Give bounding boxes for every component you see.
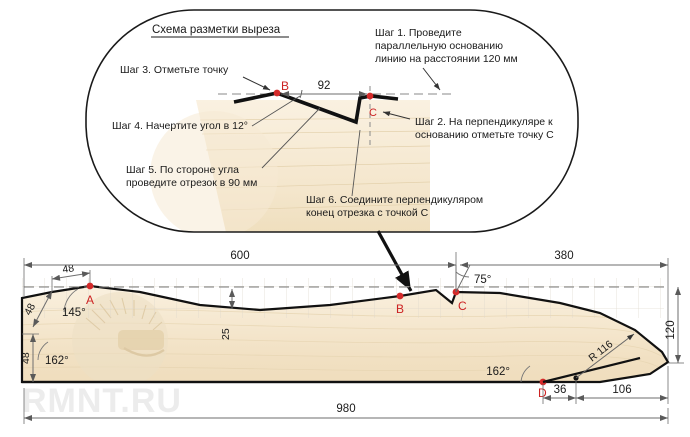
callout-panel: 92 B C Шаг 1. Проведите параллельную осн…: [85, 9, 579, 233]
board-lower-right-edge: [542, 356, 641, 384]
step-5-line-2: проведите отрезок в 90 мм: [126, 177, 257, 189]
board-tool-handle: [123, 346, 165, 357]
dim-980-label: 980: [336, 403, 355, 415]
step-4-line-1: Шаг 4. Начертите угол в 12°: [112, 120, 248, 132]
angle-75-label: 75°: [474, 274, 491, 286]
callout-wood-shape: [150, 100, 431, 232]
main-board-drawing: 48 48 48 145° 162° A 25: [20, 262, 670, 400]
step-1-line-3: линию на расстоянии 120 мм: [375, 53, 518, 65]
step-2-leader: [382, 111, 411, 120]
angle-162-right-label: 162°: [486, 366, 510, 378]
point-b-label: B: [396, 302, 404, 316]
callout-title-group: Схема разметки выреза: [151, 24, 289, 38]
dim-left-upper-48-label: 48: [62, 262, 76, 276]
step-1-leader: [422, 67, 441, 91]
callout-dim-92-label: 92: [318, 80, 331, 92]
point-b-marker: [396, 292, 404, 300]
point-d-label: D: [538, 386, 547, 400]
callout-step-6: Шаг 6. Соедините перпендикуляром конец о…: [306, 129, 483, 219]
watermark-rmnt: RMNT.RU: [22, 382, 182, 420]
step-6-line-2: конец отрезка с точкой С: [306, 207, 429, 219]
callout-point-b-label: B: [281, 79, 289, 93]
step-1-line-1: Шаг 1. Проведите: [375, 27, 462, 39]
callout-point-c-marker: [366, 92, 374, 100]
dim-left-vert-48-label: 48: [20, 352, 32, 364]
callout-step-2: Шаг 2. На перпендикуляре к основанию отм…: [382, 111, 554, 141]
dim-right-120: 120: [665, 287, 684, 364]
callout-step-1: Шаг 1. Проведите параллельную основанию …: [375, 27, 518, 91]
angle-145-group: 145°: [62, 288, 86, 319]
dim-left-diag-48-line: [32, 290, 53, 328]
dim-600-label: 600: [230, 250, 249, 262]
radius-leader-line: [575, 333, 635, 379]
angle-162-right-arc: [520, 365, 531, 383]
step-2-line-2: основанию отметьте точку С: [415, 129, 554, 141]
dim-top-chain: 600 380: [23, 250, 669, 360]
callout-title: Схема разметки выреза: [152, 24, 281, 36]
angle-162-left-label: 162°: [45, 355, 69, 367]
angle-162-left-group: 162°: [37, 341, 69, 367]
callout-step-3: Шаг 3. Отметьте точку: [120, 64, 271, 91]
dim-left-diag-48: 48: [22, 290, 53, 328]
step-6-leader: [351, 129, 361, 197]
callout-wood-shade: [150, 111, 278, 232]
board-profile-outline: [20, 284, 670, 384]
board-tool-body: [118, 330, 164, 350]
step-6-line-1: Шаг 6. Соедините перпендикуляром: [306, 194, 483, 206]
board-grid-upper: [22, 278, 664, 318]
callout-point-b-marker: [273, 89, 281, 97]
step-3-leader: [242, 76, 271, 91]
dim-bottom-chain: 36 106: [542, 366, 669, 404]
step-4-leader: [251, 95, 301, 127]
board-grid: [22, 278, 664, 318]
callout-dim-92: 92: [281, 80, 367, 97]
point-c-label: C: [458, 299, 467, 313]
angle-162-right-group: 162°: [486, 365, 531, 383]
step-5-leader: [261, 107, 321, 169]
dim-36-label: 36: [554, 384, 567, 396]
step-2-line-1: Шаг 2. На перпендикуляре к: [415, 116, 553, 128]
dim-mid-25: 25: [220, 289, 235, 340]
callout-outline: [85, 9, 579, 233]
angle-145-label: 145°: [62, 307, 86, 319]
step-3-line-1: Шаг 3. Отметьте точку: [120, 64, 229, 76]
angle-75-side-line: [455, 264, 471, 293]
dim-left-diag-48-label: 48: [22, 301, 38, 317]
angle-162-left-arc: [37, 341, 49, 361]
callout-point-c-label: C: [369, 107, 377, 119]
dim-mid-25-label: 25: [220, 328, 232, 340]
step-1-line-2: параллельную основанию: [375, 40, 503, 52]
callout-wood-grain: [199, 117, 431, 211]
point-a-marker: [86, 282, 94, 290]
angle-75-arc: [455, 271, 470, 278]
dim-left-vert-48: 48: [20, 333, 39, 382]
callout-cut-profile: [233, 91, 399, 125]
dim-380-label: 380: [554, 250, 573, 262]
dim-120-label: 120: [665, 320, 677, 339]
dim-bottom-total-980: 980: [23, 388, 669, 424]
angle-145-arc: [63, 288, 79, 313]
point-a-label: A: [86, 293, 94, 307]
dim-106-label: 106: [612, 384, 631, 396]
callout-step-4: Шаг 4. Начертите угол в 12°: [112, 95, 301, 132]
dim-left-upper-48-line: [51, 271, 91, 281]
step-5-line-1: Шаг 5. По стороне угла: [126, 164, 239, 176]
callout-step-5: Шаг 5. По стороне угла проведите отрезок…: [126, 107, 321, 189]
